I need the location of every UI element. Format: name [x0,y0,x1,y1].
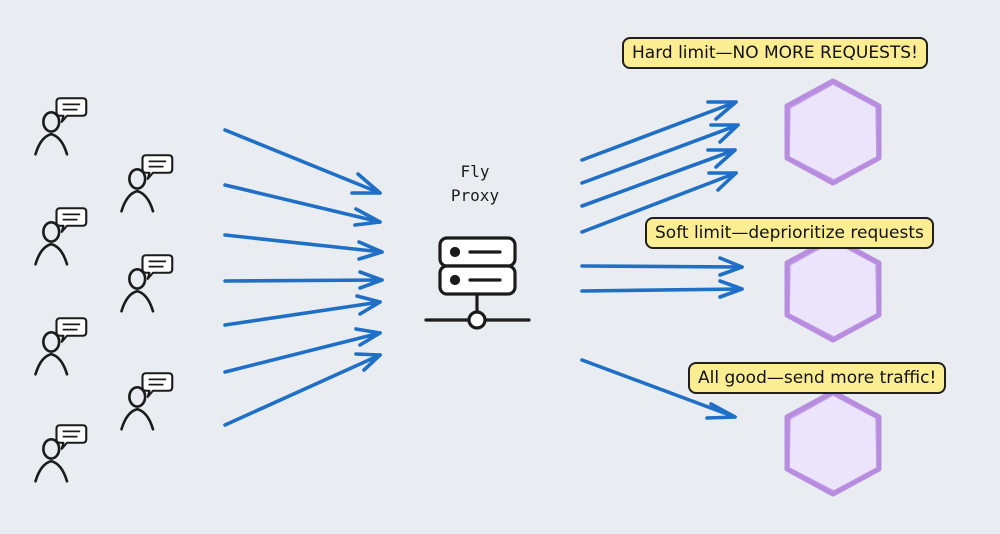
arrow-icon [223,270,384,290]
proxy-label-line1: Fly [460,162,490,181]
arrow-icon [580,100,738,162]
user-icon [34,206,88,266]
callout-hard-limit: Hard limit—NO MORE REQUESTS! [622,37,928,69]
user-icon [34,316,88,376]
arrow-icon [223,294,382,327]
users-group [34,96,174,483]
proxy-label: Fly Proxy [430,160,520,208]
proxy-label-line2: Proxy [450,186,500,205]
arrow-icon [223,128,382,195]
arrow-icon [223,183,382,227]
arrow-icon [580,279,744,299]
hexagon-icon [787,81,879,183]
arrow-icon [580,171,738,234]
arrow-icon [223,352,382,427]
hexagons [787,81,879,494]
arrow-icon [580,148,737,208]
outgoing-arrows [580,100,744,420]
user-icon [34,423,88,483]
user-icon [120,371,174,431]
callout-all-good: All good—send more traffic! [688,362,947,394]
hexagon-icon [787,392,879,494]
server-icon [424,236,531,330]
arrow-icon [580,256,744,277]
callout-soft-limit: Soft limit—deprioritize requests [645,217,934,249]
arrow-icon [580,123,740,185]
user-icon [34,96,88,156]
arrow-icon [580,358,737,420]
hexagon-icon [787,238,879,340]
user-icon [120,153,174,213]
user-icon [120,253,174,313]
incoming-arrows [223,128,384,427]
arrow-icon [223,327,382,374]
arrow-icon [223,233,384,261]
